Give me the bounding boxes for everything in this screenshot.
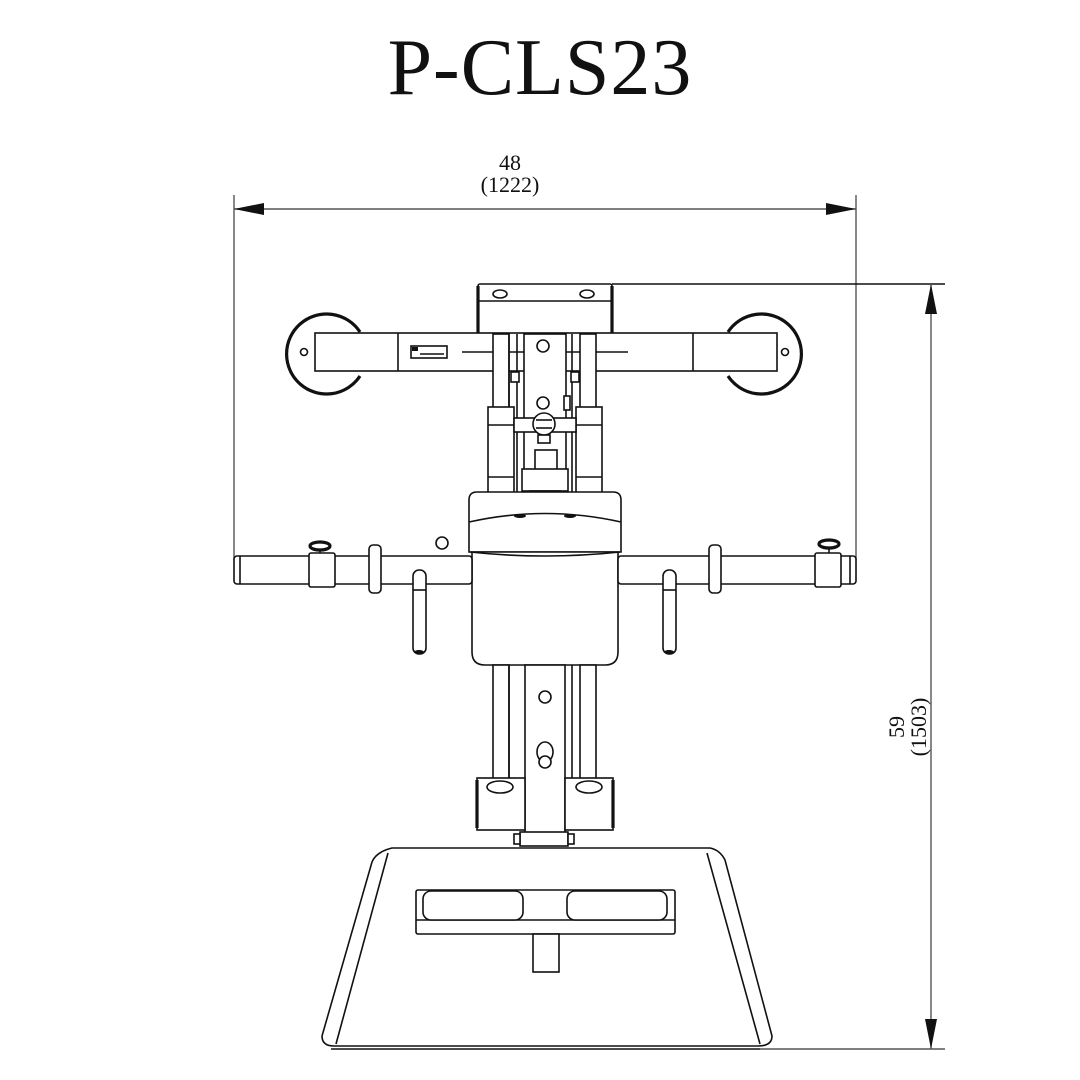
height-dimension-line (612, 283, 945, 1050)
width-dimension-line (233, 195, 857, 560)
right-handle-grip (662, 569, 677, 655)
lower-carriage (475, 777, 615, 847)
width-dimension-label: 48 (1222) (440, 152, 580, 196)
left-handle-grip (412, 569, 427, 655)
arrowhead-left-icon (234, 203, 264, 215)
page-title: P-CLS23 (387, 24, 693, 112)
top-pad-bracket (476, 283, 614, 335)
width-imperial: 48 (499, 150, 521, 175)
arrowhead-up-icon (925, 284, 937, 314)
handle-bar (233, 536, 857, 594)
nameplate (410, 345, 448, 359)
arrowhead-down-icon (925, 1019, 937, 1049)
lower-column (492, 664, 597, 846)
seat-pad (468, 491, 622, 666)
left-roller (285, 312, 362, 396)
adjustment-knob[interactable] (532, 412, 556, 444)
right-roller (726, 312, 803, 396)
arrowhead-right-icon (826, 203, 856, 215)
foot-plate (415, 889, 676, 973)
width-metric: (1222) (480, 172, 540, 197)
